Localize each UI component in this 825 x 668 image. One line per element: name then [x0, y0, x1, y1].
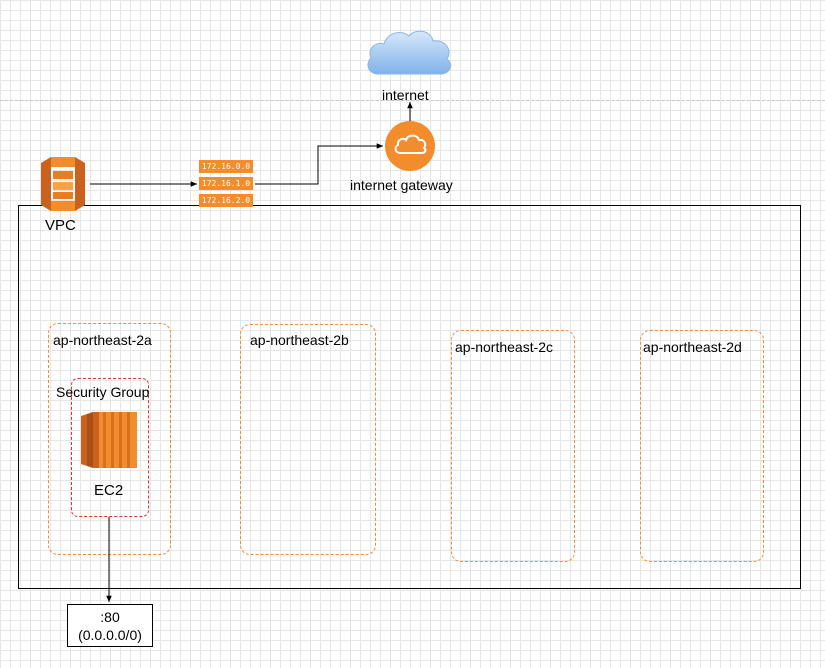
security-group-label: Security Group: [56, 384, 150, 400]
port-rule-box[interactable]: :80 (0.0.0.0/0): [67, 604, 153, 647]
internet-gateway-label: internet gateway: [350, 177, 453, 193]
security-group-box[interactable]: [71, 378, 149, 517]
port-number: :80: [100, 609, 120, 625]
route-entry: 172.16.1.0: [199, 177, 253, 190]
internet-label: internet: [382, 87, 429, 103]
port-cidr: (0.0.0.0/0): [78, 627, 142, 643]
internet-gateway-icon[interactable]: [384, 120, 436, 172]
az-ap-northeast-2c[interactable]: [451, 330, 575, 562]
az-label: ap-northeast-2c: [455, 339, 554, 355]
edge-route-table-to-gateway: [255, 143, 383, 185]
az-label: ap-northeast-2a: [53, 332, 152, 348]
az-label: ap-northeast-2b: [250, 332, 349, 348]
az-label: ap-northeast-2d: [643, 339, 742, 355]
az-ap-northeast-2b[interactable]: [240, 324, 376, 555]
route-entry: 172.16.0.0: [199, 160, 253, 173]
cloud-icon[interactable]: [365, 26, 455, 78]
vpc-label: VPC: [45, 217, 76, 234]
az-ap-northeast-2d[interactable]: [640, 330, 764, 562]
vpc-icon[interactable]: [37, 155, 89, 213]
vpc-container[interactable]: [18, 205, 801, 589]
page-separator: [0, 100, 825, 101]
ec2-instance-icon[interactable]: [81, 408, 137, 472]
route-entry: 172.16.2.0: [199, 194, 253, 207]
ec2-label: EC2: [94, 482, 124, 499]
